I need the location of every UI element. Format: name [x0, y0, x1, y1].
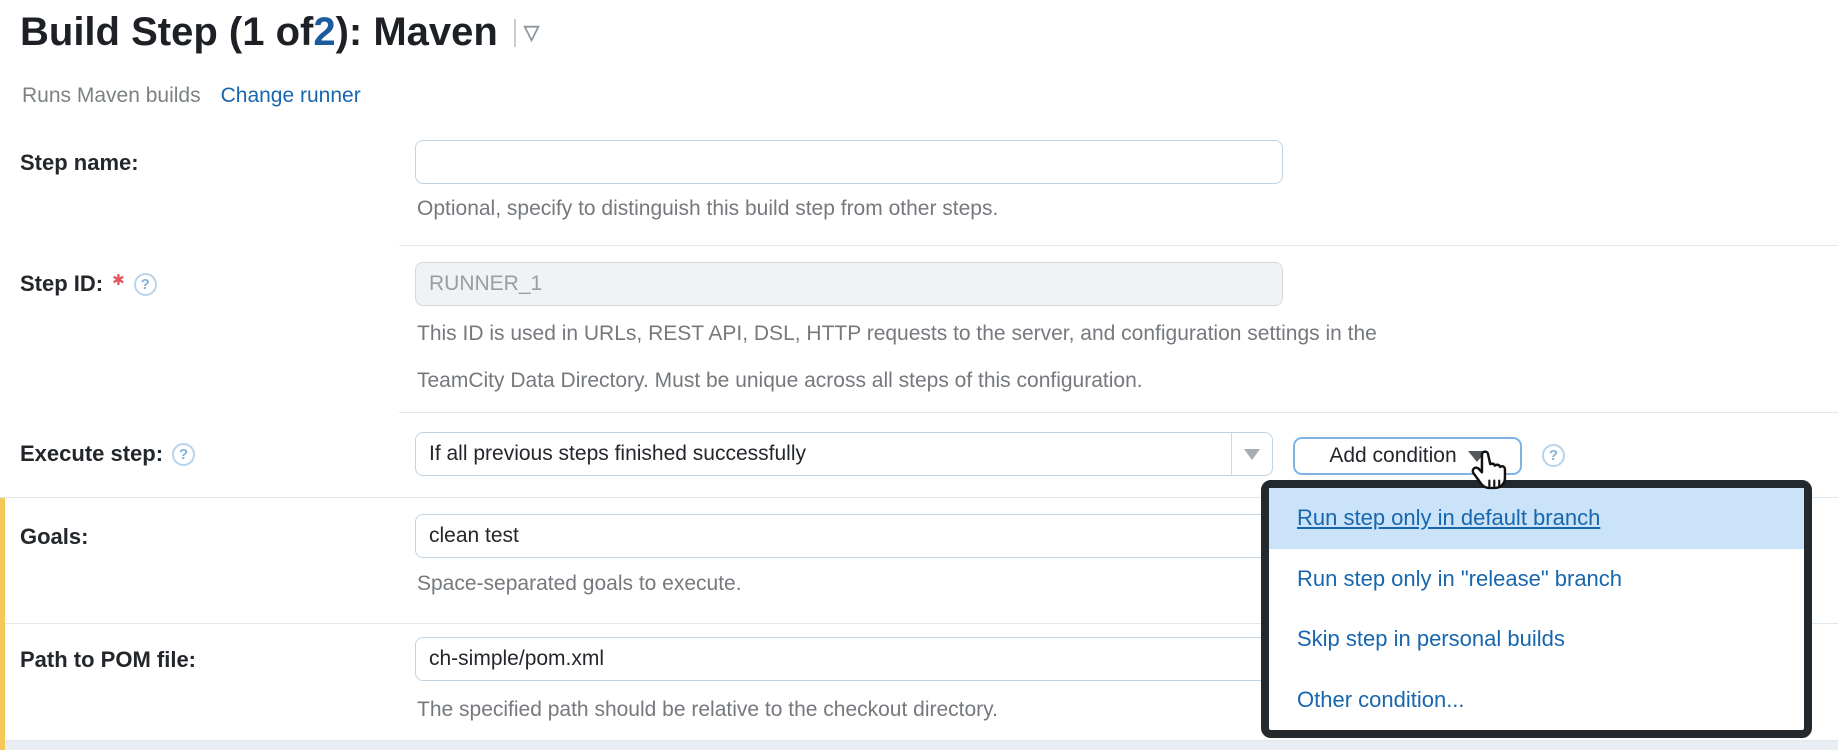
step-id-label-text: Step ID:: [20, 271, 104, 296]
row-divider: [5, 623, 1838, 624]
required-asterisk-icon: ✱: [112, 272, 125, 289]
execute-step-label: Execute step: ?: [20, 441, 196, 467]
add-condition-menu: Run step only in default branch Run step…: [1261, 480, 1812, 738]
runner-subtitle: Runs Maven builds Change runner: [22, 84, 361, 108]
changed-settings-highlight-stripe: [0, 497, 5, 750]
menu-item-run-release-branch[interactable]: Run step only in "release" branch: [1269, 549, 1804, 610]
add-condition-help-icon[interactable]: ?: [1542, 444, 1565, 467]
execute-step-help-icon[interactable]: ?: [172, 442, 196, 466]
pom-path-input[interactable]: [415, 637, 1283, 681]
menu-item-label: Skip step in personal builds: [1297, 626, 1565, 652]
button-caret-down-icon: [1467, 450, 1486, 462]
step-name-input[interactable]: [415, 140, 1283, 184]
goals-input[interactable]: [415, 514, 1283, 558]
step-id-input: [415, 262, 1283, 306]
goals-label: Goals:: [20, 524, 88, 550]
menu-item-other-condition[interactable]: Other condition...: [1269, 670, 1804, 731]
runner-description: Runs Maven builds: [22, 84, 201, 107]
add-condition-button-label: Add condition: [1329, 444, 1457, 467]
goals-note: Space-separated goals to execute.: [417, 572, 742, 595]
page-title-suffix: ): Maven: [335, 10, 498, 54]
menu-item-label: Other condition...: [1297, 686, 1465, 712]
page-title-prefix: Build Step (1 of: [20, 10, 314, 54]
step-id-label: Step ID: ✱ ?: [20, 271, 157, 297]
menu-item-run-default-branch[interactable]: Run step only in default branch: [1269, 488, 1804, 549]
step-id-note-line1: This ID is used in URLs, REST API, DSL, …: [417, 322, 1377, 345]
change-runner-link[interactable]: Change runner: [220, 84, 361, 107]
page-title: Build Step (1 of 2): Maven ▽: [20, 10, 539, 55]
select-dropdown-icon: [1244, 448, 1260, 460]
goals-label-text: Goals:: [20, 524, 89, 549]
pom-path-note: The specified path should be relative to…: [417, 698, 998, 721]
step-name-note: Optional, specify to distinguish this bu…: [417, 197, 999, 220]
menu-item-label: Run step only in "release" branch: [1297, 565, 1623, 591]
execute-step-select[interactable]: If all previous steps finished successfu…: [415, 432, 1273, 476]
page-title-step-count: 2: [313, 10, 336, 54]
step-switcher-dropdown[interactable]: ▽: [513, 18, 540, 47]
add-condition-button[interactable]: Add condition: [1293, 437, 1522, 475]
menu-item-label: Run step only in default branch: [1297, 505, 1601, 531]
execute-step-selected-value: If all previous steps finished successfu…: [429, 442, 807, 465]
step-id-help-icon[interactable]: ?: [133, 272, 157, 296]
row-divider: [399, 412, 1838, 413]
step-name-label-text: Step name:: [20, 150, 139, 175]
execute-step-label-text: Execute step:: [20, 441, 164, 466]
menu-item-skip-personal-builds[interactable]: Skip step in personal builds: [1269, 609, 1804, 670]
next-section-strip: [5, 741, 1838, 750]
pom-path-label: Path to POM file:: [20, 647, 196, 673]
row-divider: [5, 740, 1838, 741]
select-arrow-zone[interactable]: [1231, 433, 1272, 475]
step-id-note-line2: TeamCity Data Directory. Must be unique …: [417, 369, 1143, 392]
section-divider: [0, 497, 1838, 498]
title-separator: [513, 18, 516, 47]
row-divider: [399, 245, 1838, 246]
step-id-note: This ID is used in URLs, REST API, DSL, …: [417, 310, 1377, 404]
step-name-label: Step name:: [20, 150, 139, 176]
chevron-down-icon: ▽: [523, 21, 540, 44]
pom-path-label-text: Path to POM file:: [20, 647, 196, 672]
